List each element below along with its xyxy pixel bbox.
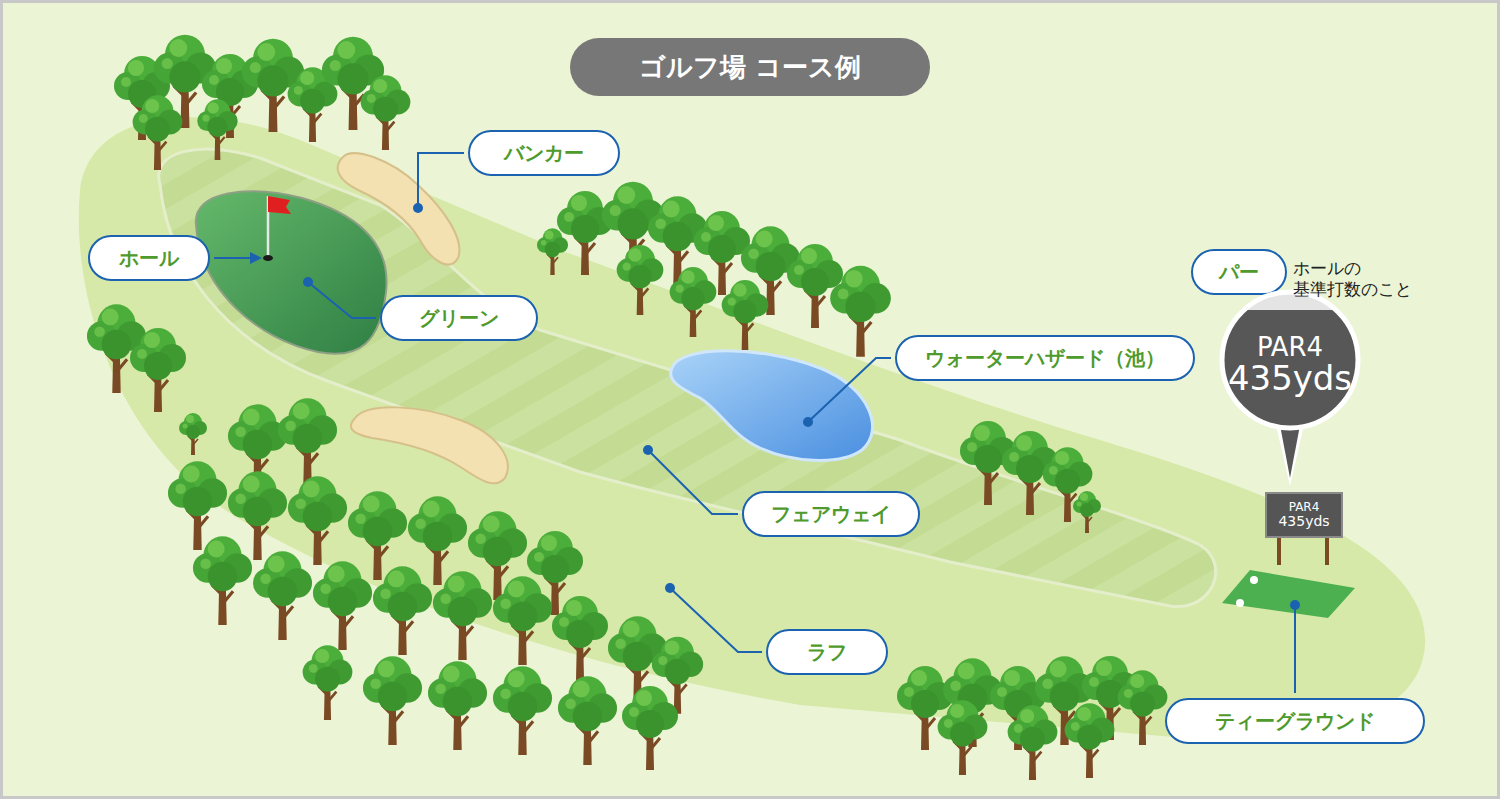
bubble-tail (1276, 425, 1304, 486)
par-text: PAR4 (1257, 334, 1323, 361)
par-text: PAR4 (1289, 501, 1320, 514)
tree (428, 661, 487, 750)
bubble-tail (1280, 425, 1300, 478)
tee-marker (1236, 599, 1244, 607)
label-text: グリーン (419, 305, 499, 332)
tree (130, 328, 186, 412)
callout-label: フェアウェイ (742, 491, 920, 537)
leader-line (808, 358, 891, 422)
title-text: ゴルフ場 コース例 (639, 50, 861, 85)
tree (278, 398, 337, 487)
note-text: ホールの 基準打数のこと (1293, 258, 1443, 301)
leader-dot (803, 417, 813, 427)
tree (557, 191, 613, 275)
label-text: ティーグラウンド (1215, 708, 1375, 735)
tree (493, 666, 552, 755)
title-pill: ゴルフ場 コース例 (570, 38, 930, 96)
tree (617, 245, 664, 315)
tree (373, 566, 432, 655)
leader-line (418, 153, 464, 208)
callout-label: ホール (88, 235, 210, 281)
leader-dot (413, 203, 423, 213)
fairway (159, 149, 1216, 606)
callout-label: ラフ (766, 629, 888, 675)
rough-area (79, 117, 1425, 739)
tree (670, 267, 717, 337)
leader-line (648, 450, 738, 514)
leader-line (308, 282, 376, 318)
tree (361, 75, 411, 150)
bunker (338, 153, 460, 264)
tree (1008, 705, 1058, 780)
tree (408, 496, 467, 585)
tree (537, 228, 568, 275)
trees (87, 35, 1167, 780)
tree (193, 536, 252, 625)
tree (433, 571, 492, 660)
tree (168, 461, 227, 550)
callout-label: バンカー (468, 130, 620, 176)
label-text: パー (1219, 259, 1259, 286)
callout-label: グリーン (380, 295, 538, 341)
tree (1073, 491, 1101, 533)
flag (268, 196, 291, 214)
tree (303, 645, 353, 720)
tree (197, 99, 237, 160)
leader-line (670, 588, 762, 652)
tree (1065, 703, 1115, 778)
leader-dot (665, 583, 675, 593)
callout-label: ウォーターハザード（池） (895, 335, 1195, 381)
tree (179, 413, 207, 455)
par-text: 435yds (1278, 514, 1329, 529)
leader-arrowhead (250, 252, 262, 264)
callout-label: ティーグラウンド (1165, 698, 1425, 744)
leader-line (214, 257, 252, 259)
leader-dot (643, 445, 653, 455)
tree (722, 280, 769, 350)
tee-ground (1222, 570, 1355, 618)
tree (558, 676, 617, 765)
leader-dot (1290, 600, 1300, 610)
tree (787, 244, 843, 328)
tree (552, 596, 608, 680)
tree (133, 95, 183, 170)
tree (363, 656, 422, 745)
label-text: ホール (119, 245, 179, 272)
bubble-body (1222, 292, 1358, 428)
tree (493, 576, 552, 665)
leader-line (1294, 605, 1296, 693)
callout-label: パー (1191, 249, 1287, 295)
tree (288, 476, 347, 565)
tee-marker (1250, 576, 1258, 584)
par-bubble: PAR4435yds (1218, 288, 1362, 432)
tree (622, 686, 678, 770)
water-hazard (671, 351, 873, 461)
label-text: ウォーターハザード（池） (925, 345, 1165, 372)
tree (253, 551, 312, 640)
label-text: ラフ (807, 639, 847, 666)
leader-dot (303, 277, 313, 287)
hole-cup (263, 255, 273, 261)
putting-green (196, 191, 387, 353)
bubble-ring (1222, 292, 1358, 428)
label-text: バンカー (504, 140, 584, 167)
tree (313, 561, 372, 650)
label-text: フェアウェイ (771, 501, 891, 528)
tree (830, 266, 891, 357)
par-text: 435yds (1228, 361, 1352, 397)
bunker (351, 407, 508, 483)
tree (1118, 670, 1168, 745)
par-sign: PAR4435yds (1265, 492, 1343, 538)
tree (938, 700, 988, 775)
tree (348, 491, 407, 580)
